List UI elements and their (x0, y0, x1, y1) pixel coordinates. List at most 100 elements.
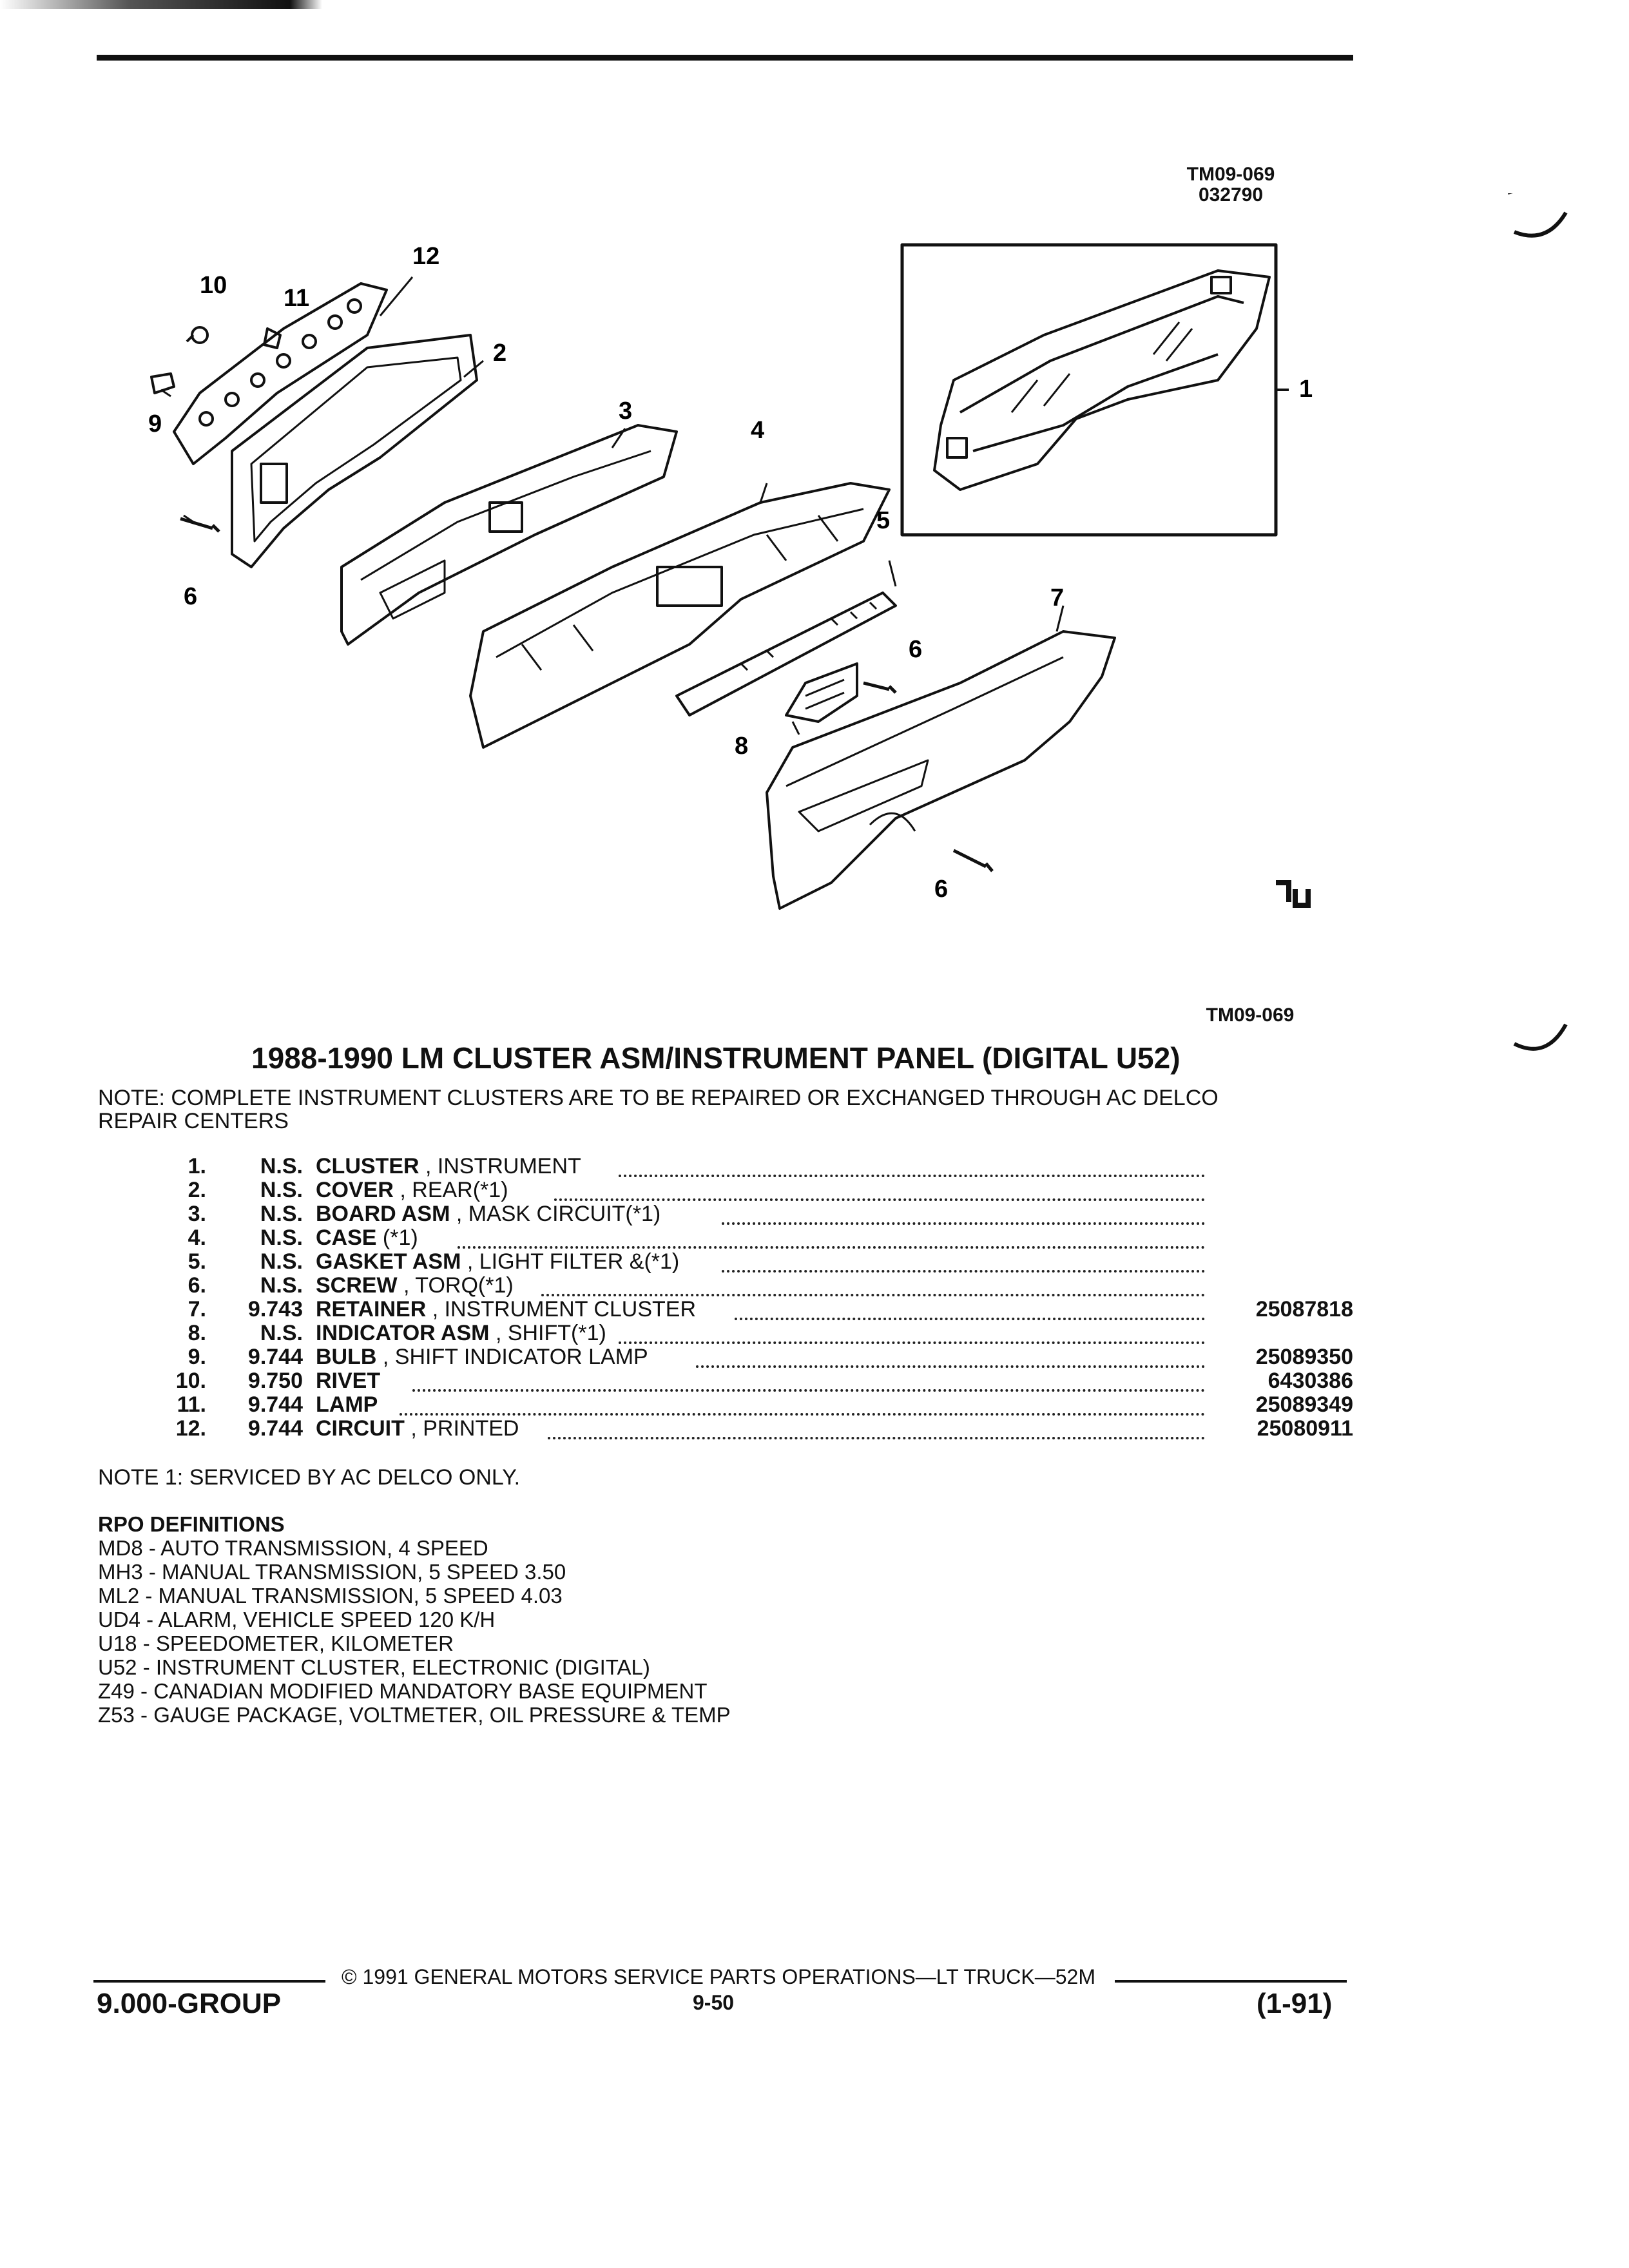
part-name: RIVET (316, 1369, 381, 1393)
rpo-item: MD8 - AUTO TRANSMISSION, 4 SPEED (98, 1536, 488, 1560)
callout-1: 1 (1299, 376, 1313, 403)
part-name: CASE (316, 1225, 377, 1250)
parts-row: 8. N.S. INDICATOR ASM , SHIFT(*1) (155, 1321, 1353, 1345)
part-desc: , INSTRUMENT (425, 1154, 581, 1178)
part-number: 11. (177, 1392, 206, 1417)
part-name-wrap: COVER , REAR(*1) (316, 1178, 508, 1202)
part-name-wrap: CASE (*1) (316, 1226, 418, 1250)
leader-dots (548, 1413, 1205, 1439)
callout-3: 3 (619, 398, 632, 425)
parts-row: 12. 9.744 CIRCUIT , PRINTED 25080911 (155, 1417, 1353, 1441)
part-number: 7. (188, 1297, 206, 1321)
exploded-diagram: 1 2 3 4 5 6 6 6 7 8 9 10 11 12 (148, 243, 1313, 910)
leader-dots (735, 1294, 1205, 1320)
part-group: 9.744 (247, 1345, 303, 1369)
cluster-instrument (933, 269, 1271, 491)
callout-2: 2 (493, 340, 506, 367)
part-desc: , PRINTED (410, 1416, 519, 1441)
part-group: 9.744 (247, 1416, 303, 1441)
retainer (766, 630, 1116, 910)
top-rule (97, 55, 1353, 61)
part-name: GASKET ASM (316, 1249, 461, 1274)
part-name-wrap: CIRCUIT , PRINTED (316, 1417, 519, 1441)
parts-row: 6. N.S. SCREW , TORQ(*1) (155, 1274, 1353, 1298)
leader-dots (696, 1341, 1205, 1368)
rpo-item: UD4 - ALARM, VEHICLE SPEED 120 K/H (98, 1608, 496, 1631)
rpo-item: MH3 - MANUAL TRANSMISSION, 5 SPEED 3.50 (98, 1560, 566, 1584)
part-name-wrap: BULB , SHIFT INDICATOR LAMP (316, 1345, 648, 1369)
part-number: 2. (188, 1178, 206, 1202)
part-number: 6. (188, 1273, 206, 1298)
case (469, 482, 891, 749)
parts-row: 9. 9.744 BULB , SHIFT INDICATOR LAMP 250… (155, 1345, 1353, 1369)
part-number: 1. (188, 1154, 206, 1178)
part-desc: , REAR(*1) (400, 1178, 508, 1202)
callout-6b: 6 (909, 636, 922, 663)
binder-mark (1513, 1023, 1568, 1051)
callout-4: 4 (751, 417, 764, 444)
ref-block: TM09-069 032790 (1173, 164, 1289, 206)
service-note: NOTE 1: SERVICED BY AC DELCO ONLY. (98, 1465, 521, 1490)
part-number: 8. (188, 1321, 206, 1345)
parts-list: 1. N.S. CLUSTER , INSTRUMENT 2. N.S. COV… (155, 1155, 1353, 1441)
binder-mark (1513, 211, 1568, 238)
footer-revision: (1-91) (1257, 1988, 1333, 2019)
parts-row: 7. 9.743 RETAINER , INSTRUMENT CLUSTER 2… (155, 1298, 1353, 1321)
rpo-heading: RPO DEFINITIONS (98, 1512, 285, 1536)
leader-dots (722, 1198, 1205, 1225)
rpo-definitions: RPO DEFINITIONS MD8 - AUTO TRANSMISSION,… (98, 1512, 731, 1727)
part-number: 10. (175, 1369, 206, 1393)
part-name-wrap: GASKET ASM , LIGHT FILTER &(*1) (316, 1250, 679, 1274)
page-title: 1988-1990 LM CLUSTER ASM/INSTRUMENT PANE… (251, 1041, 1181, 1075)
part-group: 9.744 (247, 1392, 303, 1417)
part-desc: , MASK CIRCUIT(*1) (456, 1202, 661, 1226)
parts-row: 3. N.S. BOARD ASM , MASK CIRCUIT(*1) (155, 1202, 1353, 1226)
part-group: N.S. (260, 1321, 303, 1345)
leader-dots (554, 1175, 1205, 1201)
rpo-item: U52 - INSTRUMENT CLUSTER, ELECTRONIC (DI… (98, 1655, 650, 1679)
diagram-ref: TM09-069 (1206, 1004, 1295, 1026)
part-name: INDICATOR ASM (316, 1321, 490, 1345)
scan-artifact (0, 0, 322, 9)
leader-dots (412, 1365, 1205, 1392)
rpo-item: Z53 - GAUGE PACKAGE, VOLTMETER, OIL PRES… (98, 1703, 731, 1727)
callouts: 1 2 3 4 5 6 6 6 7 8 9 10 11 12 (148, 243, 1313, 903)
callout-6: 6 (184, 583, 197, 610)
part-name-wrap: RIVET (316, 1369, 380, 1393)
part-desc: , TORQ(*1) (403, 1273, 514, 1298)
part-name: CIRCUIT (316, 1416, 405, 1441)
screw (180, 517, 220, 533)
callout-12: 12 (412, 243, 439, 270)
part-name: SCREW (316, 1273, 398, 1298)
part-desc: (*1) (382, 1225, 418, 1250)
part-name-wrap: LAMP (316, 1393, 378, 1417)
rpo-item: ML2 - MANUAL TRANSMISSION, 5 SPEED 4.03 (98, 1584, 563, 1608)
leader-dots (722, 1246, 1205, 1273)
part-name-wrap: BOARD ASM , MASK CIRCUIT(*1) (316, 1202, 660, 1226)
part-name: BULB (316, 1345, 377, 1369)
part-name-wrap: RETAINER , INSTRUMENT CLUSTER (316, 1298, 696, 1321)
part-number: 3. (188, 1202, 206, 1226)
mask-circuit-board (340, 424, 678, 646)
ref-code: TM09-069 (1186, 164, 1275, 185)
shift-indicator (785, 662, 858, 723)
part-group: N.S. (260, 1273, 303, 1298)
part-pn: 6430386 (1268, 1369, 1353, 1393)
part-number: 5. (188, 1249, 206, 1274)
printed-circuit (173, 282, 388, 465)
footer-copyright: © 1991 GENERAL MOTORS SERVICE PARTS OPER… (342, 1965, 1095, 1988)
part-name: BOARD ASM (316, 1202, 450, 1226)
part-desc: , SHIFT(*1) (495, 1321, 606, 1345)
footer-rule-right (1115, 1980, 1347, 1983)
parts-row: 2. N.S. COVER , REAR(*1) (155, 1178, 1353, 1202)
part-name-wrap: INDICATOR ASM , SHIFT(*1) (316, 1321, 606, 1345)
callout-5: 5 (876, 507, 890, 534)
part-pn: 25080911 (1257, 1416, 1353, 1441)
gm-logo (1276, 880, 1311, 908)
part-desc: , LIGHT FILTER &(*1) (467, 1249, 680, 1274)
note-line-2: REPAIR CENTERS (98, 1109, 289, 1133)
footer-group: 9.000-GROUP (97, 1988, 282, 2019)
part-name: RETAINER (316, 1297, 427, 1321)
lamp (263, 327, 282, 349)
callout-10: 10 (200, 272, 227, 299)
